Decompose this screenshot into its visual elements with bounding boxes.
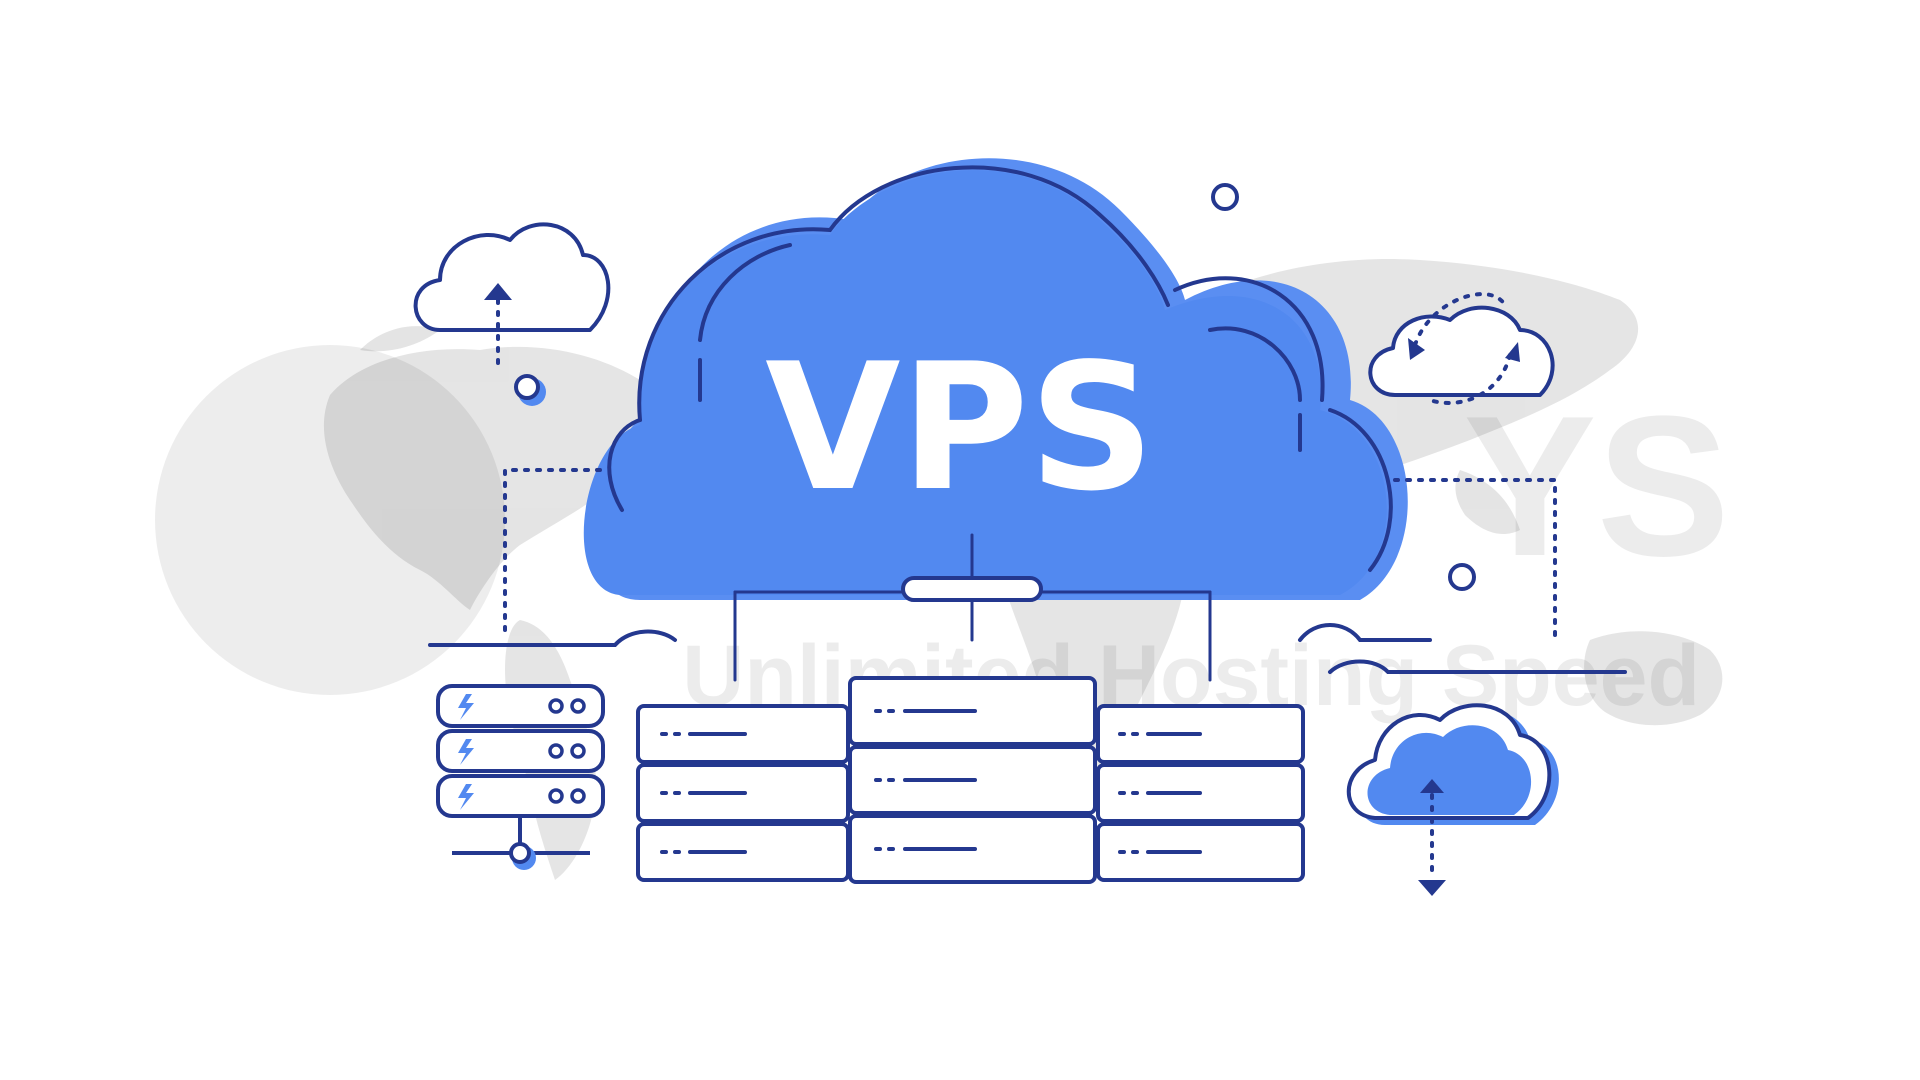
main-cloud: VPS xyxy=(583,158,1408,600)
cloud-upload-icon xyxy=(413,222,611,406)
vps-title: VPS xyxy=(765,327,1155,530)
decor-circle xyxy=(1211,183,1239,211)
cloud-sync-icon xyxy=(1368,292,1555,405)
watermark: YS Unlimited Hosting Speed xyxy=(155,345,1730,724)
server-indicators xyxy=(660,709,1202,854)
right-dotted-connectors xyxy=(1393,478,1557,642)
right-wave-lines xyxy=(1298,623,1627,674)
lightning-icon xyxy=(458,694,474,810)
left-dotted-connectors xyxy=(503,468,602,632)
decor-circle xyxy=(1448,563,1476,591)
cloud-download-icon xyxy=(1346,703,1559,896)
connector-hub xyxy=(901,576,1043,602)
watermark-logo-circle xyxy=(155,345,505,695)
watermark-letters: YS xyxy=(1463,375,1730,598)
left-wave-line xyxy=(428,629,677,647)
server-stack-icon xyxy=(436,684,605,870)
